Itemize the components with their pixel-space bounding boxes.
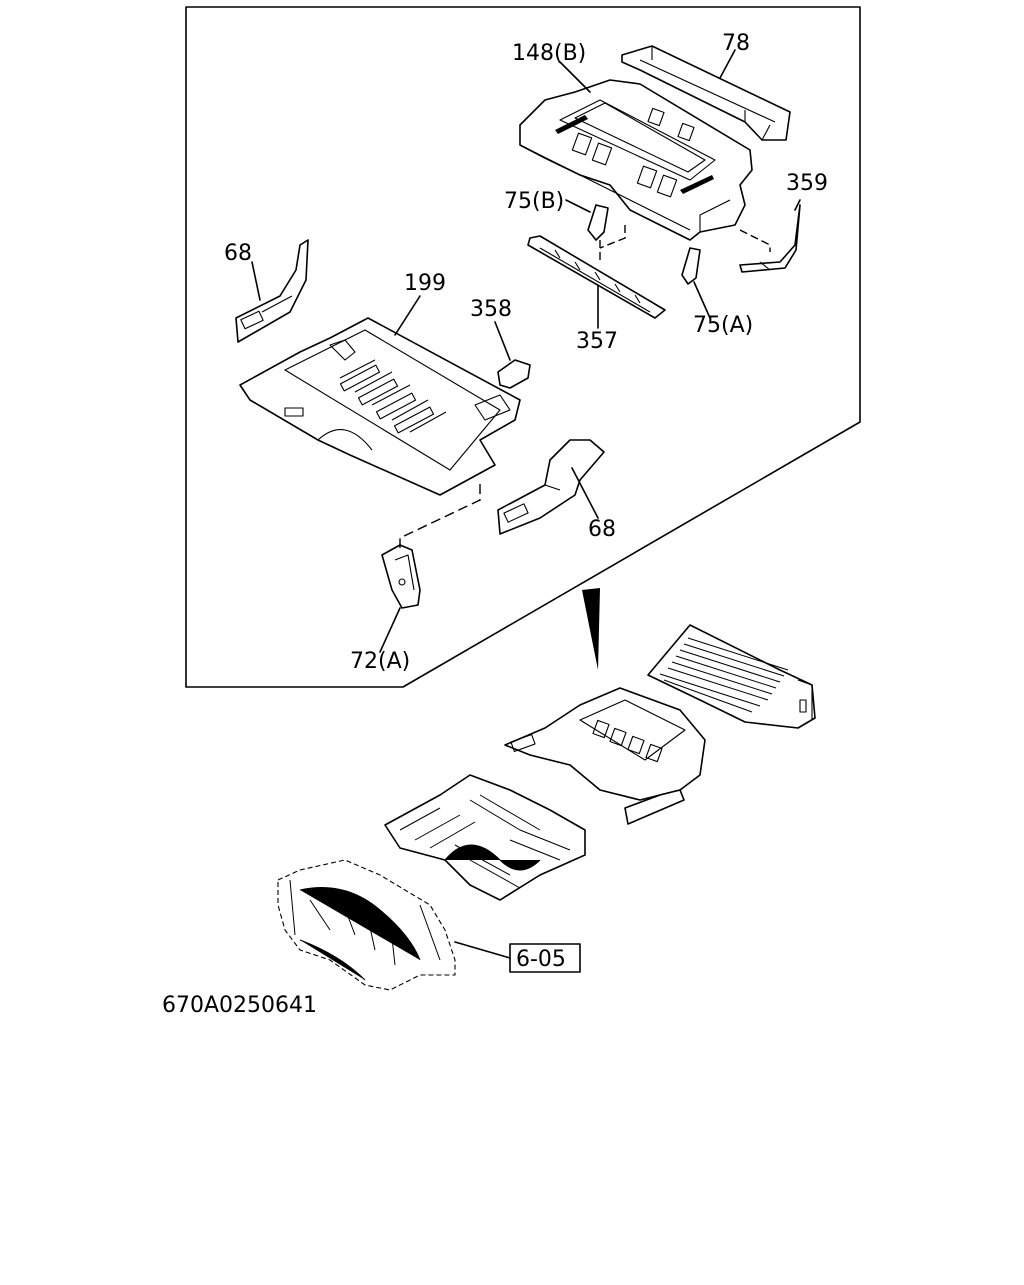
dash-line-3 [739, 229, 771, 252]
dash-line-1 [399, 484, 481, 548]
label-75b[interactable]: 75(B) [504, 189, 564, 214]
part-75b[interactable] [587, 204, 609, 241]
label-68-upper[interactable]: 68 [224, 241, 252, 266]
label-357[interactable]: 357 [576, 329, 618, 354]
label-199[interactable]: 199 [404, 271, 446, 296]
label-148b[interactable]: 148(B) [512, 41, 586, 66]
label-75a[interactable]: 75(A) [693, 313, 753, 338]
part-148b[interactable] [519, 79, 753, 241]
part-72a[interactable] [381, 544, 421, 609]
reference-box-label: 6-05 [516, 947, 566, 972]
label-359[interactable]: 359 [786, 171, 828, 196]
part-357[interactable] [527, 235, 666, 319]
part-358[interactable] [497, 359, 531, 389]
label-68-lower[interactable]: 68 [588, 517, 616, 542]
label-78[interactable]: 78 [722, 31, 750, 56]
part-78[interactable] [621, 45, 791, 141]
part-68-lower[interactable] [497, 439, 605, 535]
label-358[interactable]: 358 [470, 297, 512, 322]
part-68-upper[interactable] [235, 239, 309, 343]
reference-box[interactable]: 6-05 [509, 943, 581, 973]
dash-line-2 [599, 225, 626, 262]
part-75a[interactable] [681, 247, 701, 285]
detail-frame [185, 6, 861, 688]
assembly-overview [277, 624, 816, 991]
detail-arrow [582, 588, 600, 670]
part-labels: 78 148(B) 359 75(B) 68 199 358 357 75(A)… [224, 31, 828, 674]
drawing-code: 670A0250641 [162, 993, 317, 1018]
label-72a[interactable]: 72(A) [350, 649, 410, 674]
part-199[interactable] [239, 317, 521, 496]
part-359[interactable] [739, 204, 801, 273]
leader-lines [251, 49, 801, 959]
